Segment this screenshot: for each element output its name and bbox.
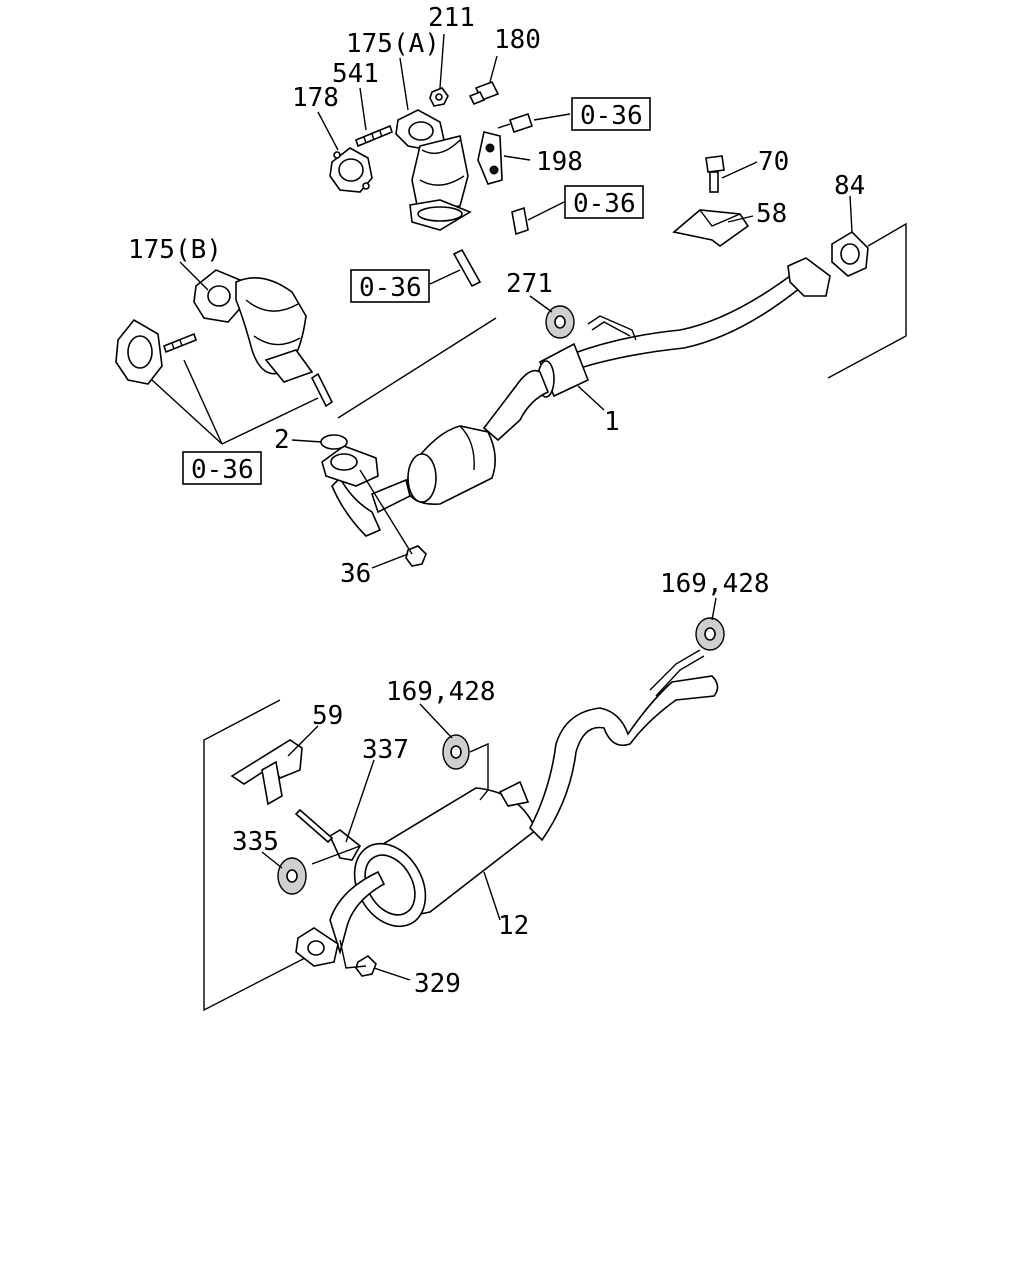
label-2: 2 — [274, 425, 290, 455]
bracket-198 — [477, 131, 503, 185]
reference-box-1: 0-36 — [571, 97, 651, 131]
label-271: 271 — [506, 269, 553, 299]
gasket-178 — [329, 147, 373, 193]
gasket-175b — [115, 318, 163, 385]
label-175a: 175(A) — [346, 29, 440, 59]
label-1: 1 — [604, 407, 620, 437]
bolt-upper — [497, 112, 534, 134]
label-541: 541 — [332, 59, 379, 89]
reference-box-3: 0-36 — [350, 269, 430, 303]
label-169-428-upper: 169,428 — [660, 569, 770, 599]
label-335: 335 — [232, 827, 279, 857]
label-198: 198 — [536, 147, 583, 177]
bracket-36-line — [359, 469, 413, 555]
break-line-left — [203, 699, 341, 1012]
catalytic-converter-175b — [193, 269, 314, 383]
stud-lower — [452, 248, 482, 288]
leader-lines — [179, 33, 853, 981]
rubber-hanger-271 — [545, 305, 575, 339]
nut-36 — [405, 545, 427, 567]
catalytic-converter-175a — [395, 109, 472, 231]
label-59: 59 — [312, 701, 343, 731]
label-337: 337 — [362, 735, 409, 765]
bracket-329-line — [339, 939, 367, 969]
stud-pipe — [310, 372, 334, 408]
bolt-337 — [294, 808, 362, 861]
break-line-mid — [469, 742, 489, 801]
nut-211 — [429, 87, 449, 107]
label-329: 329 — [414, 969, 461, 999]
reference-label-2: 0-36 — [573, 189, 636, 219]
gasket-ring-2 — [320, 434, 348, 450]
label-84: 84 — [834, 171, 865, 201]
gasket-84 — [831, 230, 869, 277]
bracket-59 — [230, 739, 303, 806]
label-36: 36 — [340, 559, 371, 589]
bolt-180 — [468, 80, 500, 106]
rubber-hanger-169-lower — [442, 734, 470, 770]
reference-label-4: 0-36 — [191, 455, 254, 485]
reference-box-2: 0-36 — [564, 185, 644, 219]
label-12: 12 — [498, 911, 529, 941]
rubber-hanger-169-upper — [695, 617, 725, 651]
stud-541 — [355, 124, 393, 148]
break-line-right — [827, 222, 907, 379]
label-211: 211 — [428, 3, 475, 33]
rubber-hanger-335 — [277, 857, 307, 895]
label-70: 70 — [758, 147, 789, 177]
stud-175b — [163, 332, 197, 354]
label-169-428-lower: 169,428 — [386, 677, 496, 707]
rear-muffler-12 — [295, 649, 719, 967]
bolt-70 — [705, 155, 725, 193]
bolt-mid — [511, 206, 529, 236]
label-58: 58 — [756, 199, 787, 229]
front-pipe-1 — [321, 257, 831, 537]
bracket-58 — [672, 209, 750, 247]
label-178: 178 — [292, 83, 339, 113]
ref-line-center — [337, 317, 497, 419]
label-180: 180 — [494, 25, 541, 55]
reference-label-3: 0-36 — [359, 273, 422, 303]
reference-box-4: 0-36 — [182, 451, 262, 485]
ref-lines-left — [151, 359, 319, 445]
reference-label-1: 0-36 — [580, 101, 643, 131]
label-175b: 175(B) — [128, 235, 222, 265]
